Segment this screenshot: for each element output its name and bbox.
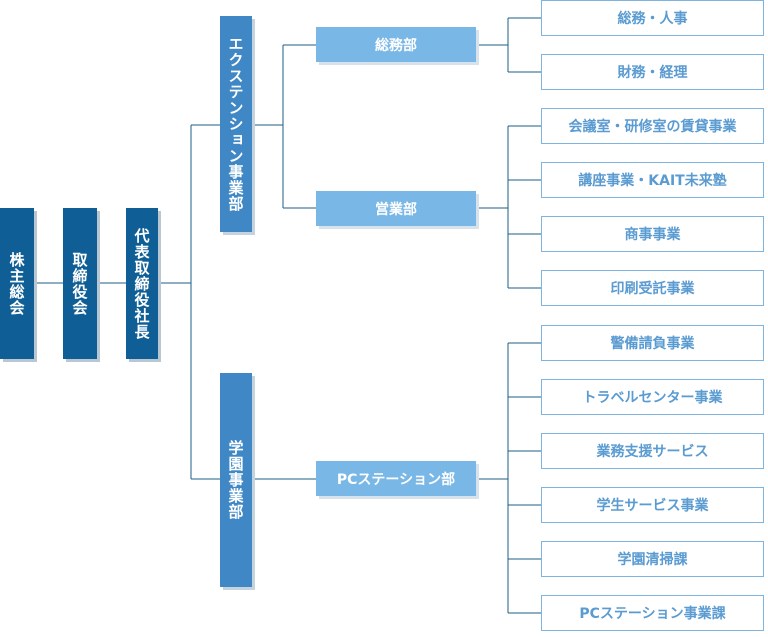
node-general-affairs-dept: 総務部: [316, 27, 476, 62]
node-sales-dept-label: 営業部: [375, 201, 417, 218]
node-general-affairs-dept-label: 総務部: [375, 37, 417, 54]
unit-label: 警備請負事業: [610, 336, 695, 352]
node-gakuen-division: 学園事業部: [220, 373, 252, 587]
unit-label: 学園清掃課: [617, 552, 688, 568]
unit-student-services: 学生サービス事業: [541, 487, 764, 523]
node-pc-station-dept: PCステーション部: [316, 461, 476, 496]
unit-trading: 商事事業: [541, 216, 764, 252]
node-president-label: 代表取締役社長: [132, 227, 151, 340]
unit-label: 学生サービス事業: [596, 498, 709, 514]
unit-label: PCステーション事業課: [579, 606, 726, 622]
unit-finance-accounting: 財務・経理: [541, 54, 764, 90]
unit-label: 印刷受託事業: [610, 281, 695, 297]
unit-general-hr: 総務・人事: [541, 0, 764, 36]
unit-room-rental: 会議室・研修室の賃貸事業: [541, 108, 764, 144]
unit-pc-station-business: PCステーション事業課: [541, 595, 764, 631]
unit-label: 商事事業: [624, 227, 681, 243]
unit-business-support: 業務支援サービス: [541, 433, 764, 469]
node-extension-division: エクステンション事業部: [220, 16, 252, 232]
unit-printing: 印刷受託事業: [541, 270, 764, 306]
node-board-label: 取締役会: [70, 251, 89, 316]
node-shareholders-label: 株主総会: [7, 251, 26, 316]
node-board: 取締役会: [63, 208, 97, 359]
unit-campus-cleaning: 学園清掃課: [541, 541, 764, 577]
unit-label: 会議室・研修室の賃貸事業: [568, 119, 737, 135]
unit-travel-center: トラベルセンター事業: [541, 379, 764, 415]
unit-label: 業務支援サービス: [596, 444, 709, 460]
node-pc-station-dept-label: PCステーション部: [336, 471, 456, 488]
node-president: 代表取締役社長: [126, 208, 158, 359]
unit-label: 総務・人事: [617, 11, 688, 27]
node-gakuen-division-label: 学園事業部: [226, 440, 245, 520]
unit-lecture-kait: 講座事業・KAIT未来塾: [541, 162, 764, 198]
node-sales-dept: 営業部: [316, 191, 476, 226]
unit-label: トラベルセンター事業: [582, 390, 723, 406]
unit-label: 財務・経理: [617, 65, 688, 81]
node-shareholders: 株主総会: [0, 208, 34, 359]
unit-security: 警備請負事業: [541, 325, 764, 361]
node-extension-division-label: エクステンション事業部: [226, 36, 245, 212]
unit-label: 講座事業・KAIT未来塾: [578, 173, 727, 189]
